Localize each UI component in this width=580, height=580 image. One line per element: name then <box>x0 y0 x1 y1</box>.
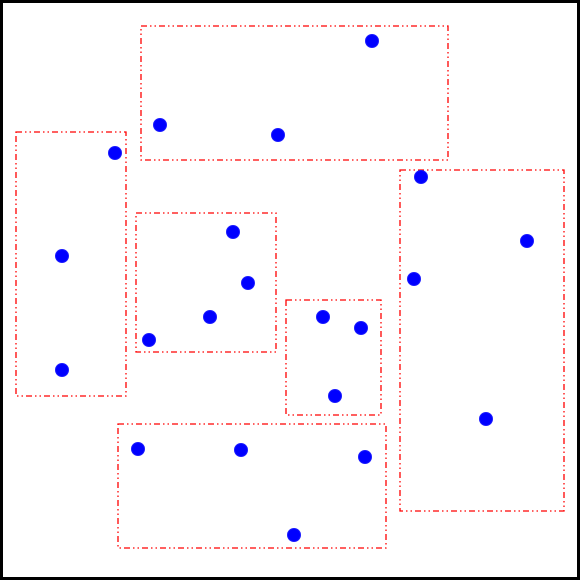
point-top-1 <box>365 34 379 48</box>
cluster-box-top <box>140 25 449 161</box>
point-center-small-1 <box>316 310 330 324</box>
cluster-box-center-small <box>285 299 382 416</box>
cluster-box-left <box>15 131 127 397</box>
cluster-points <box>55 34 534 542</box>
point-right-1 <box>414 170 428 184</box>
point-center-left-2 <box>241 276 255 290</box>
point-bottom-4 <box>287 528 301 542</box>
point-center-small-2 <box>354 321 368 335</box>
point-right-3 <box>407 272 421 286</box>
point-left-3 <box>55 363 69 377</box>
cluster-box-bottom <box>117 423 387 549</box>
point-top-2 <box>153 118 167 132</box>
cluster-box-center-left <box>135 212 277 353</box>
point-bottom-1 <box>131 442 145 456</box>
point-center-small-3 <box>328 389 342 403</box>
point-center-left-1 <box>226 225 240 239</box>
point-left-2 <box>55 249 69 263</box>
cluster-box-right <box>399 169 565 512</box>
point-center-left-4 <box>142 333 156 347</box>
cluster-boxes <box>15 25 565 549</box>
point-bottom-2 <box>234 443 248 457</box>
point-bottom-3 <box>358 450 372 464</box>
point-right-4 <box>479 412 493 426</box>
point-top-3 <box>271 128 285 142</box>
point-left-1 <box>108 146 122 160</box>
point-center-left-3 <box>203 310 217 324</box>
point-right-2 <box>520 234 534 248</box>
